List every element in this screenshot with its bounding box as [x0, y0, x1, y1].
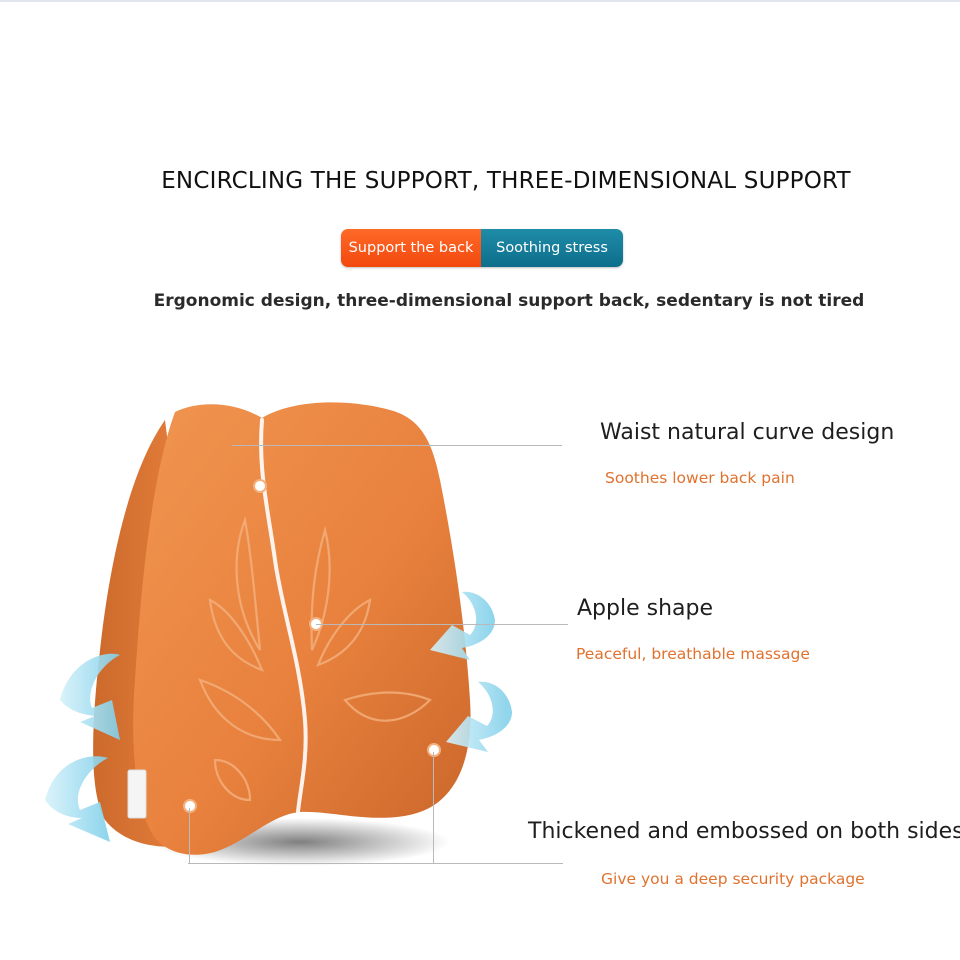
top-divider [0, 0, 960, 2]
feature-title-2: Apple shape [577, 596, 714, 621]
leader-line-3 [188, 863, 563, 864]
tag-support-the-back: Support the back [341, 229, 481, 267]
feature-subtitle-1: Soothes lower back pain [605, 469, 795, 487]
cushion-face [133, 402, 471, 855]
leader-line-1 [232, 445, 562, 446]
feature-title-1: Waist natural curve design [600, 420, 895, 445]
headline-part-2: THREE-DIMENSIONAL SUPPORT [479, 168, 851, 194]
embossed-pattern [198, 515, 432, 802]
arrow-right-lower [446, 681, 512, 752]
callout-dot-3 [427, 743, 441, 757]
leader-line-3-vertical [433, 752, 434, 864]
lumbar-cushion-illustration [45, 402, 512, 866]
leader-line-4-vertical [189, 808, 190, 864]
headline: ENCIRCLING THE SUPPORT, THREE-DIMENSIONA… [0, 168, 960, 194]
feature-title-3: Thickened and embossed on both sides [528, 819, 960, 844]
feature-subtitle-3: Give you a deep security package [601, 870, 865, 888]
cushion-label-tag [127, 769, 147, 819]
pressure-arrows [45, 591, 512, 842]
arrow-left-upper [60, 653, 120, 740]
arrow-right-upper [430, 591, 495, 660]
feature-tags: Support the back Soothing stress [341, 229, 623, 267]
tag-soothing-stress: Soothing stress [481, 229, 623, 267]
callout-dot-1 [253, 479, 267, 493]
headline-part-1: ENCIRCLING THE SUPPORT, [161, 168, 480, 194]
feature-subtitle-2: Peaceful, breathable massage [576, 645, 810, 663]
callout-dot-4 [183, 799, 197, 813]
leader-line-2 [316, 624, 568, 625]
arrow-left-lower [45, 756, 110, 842]
description-subline: Ergonomic design, three-dimensional supp… [153, 291, 865, 311]
